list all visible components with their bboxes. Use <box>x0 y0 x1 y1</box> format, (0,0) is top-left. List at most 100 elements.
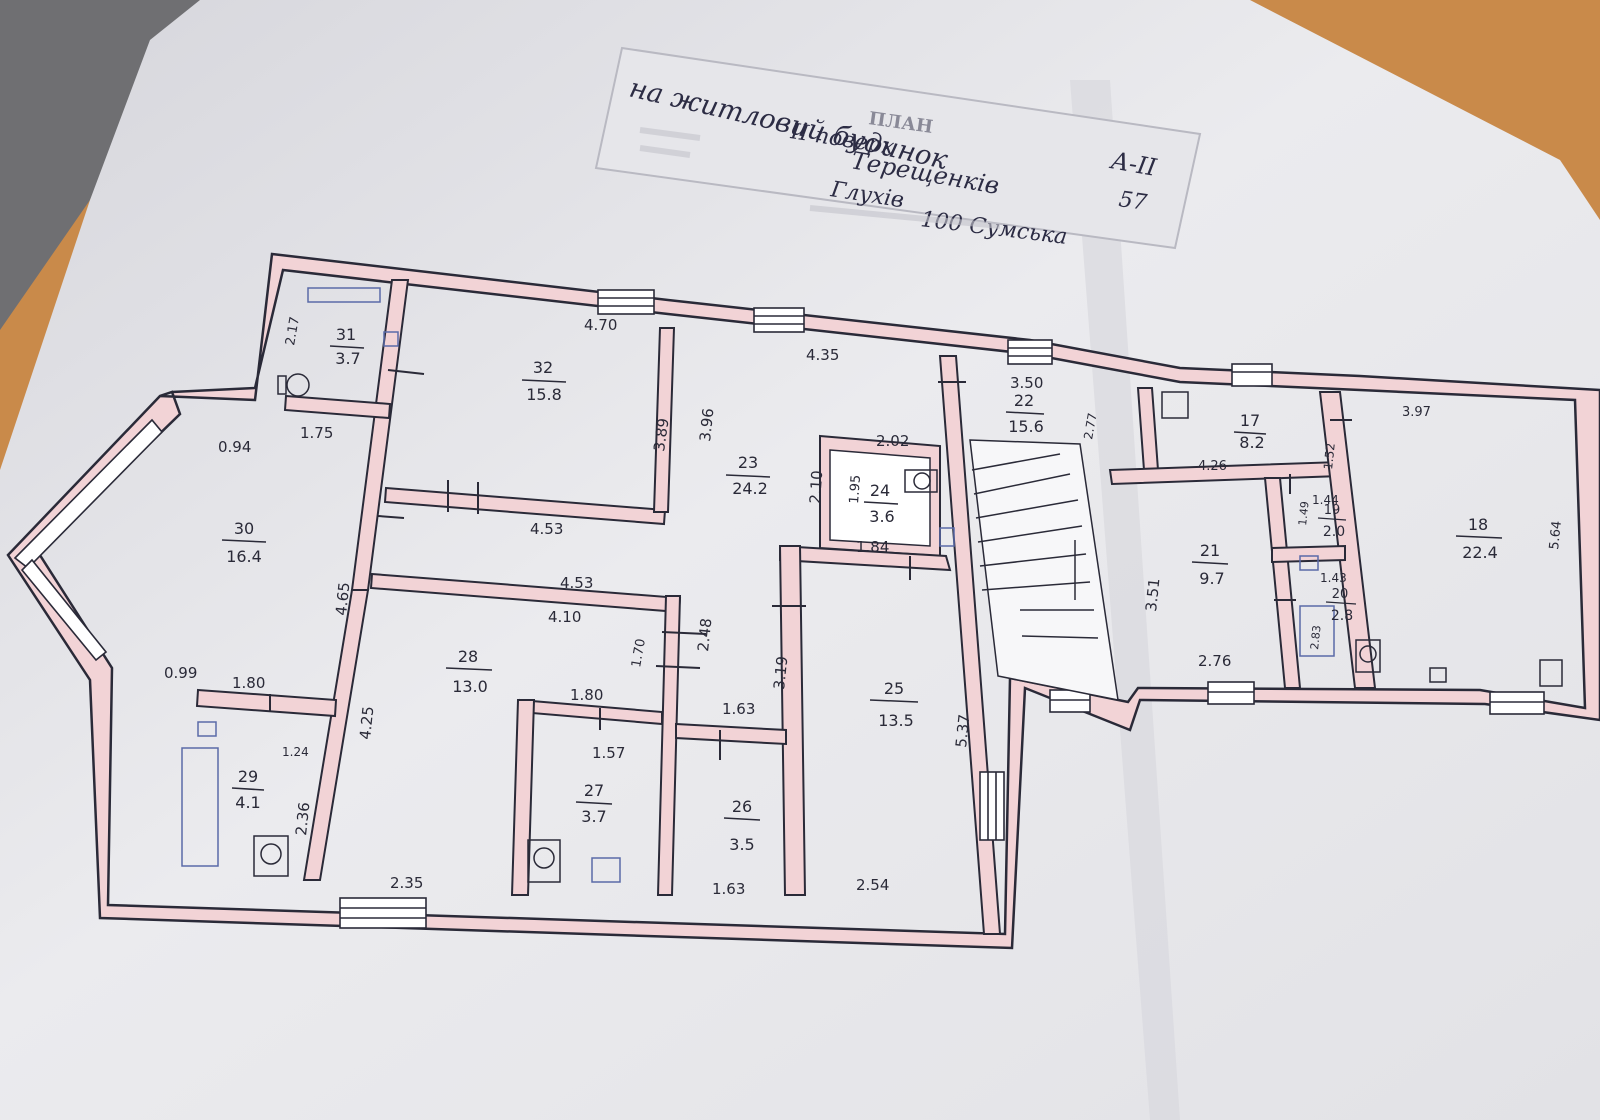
dimension: 2.35 <box>390 874 423 892</box>
room-20: 202.8 <box>1325 587 1357 624</box>
page-fold <box>1070 80 1180 1120</box>
stamp-number: 57 <box>1117 187 1148 216</box>
room-area: 3.5 <box>729 835 754 854</box>
room-number: 29 <box>238 767 258 786</box>
dimension: 4.53 <box>560 574 593 592</box>
dimension: 2.48 <box>694 617 715 652</box>
bathtub-icon <box>307 287 381 303</box>
room-number: 21 <box>1200 541 1220 560</box>
room-number: 27 <box>584 781 604 800</box>
dimension: 2.10 <box>806 470 826 505</box>
room-number: 31 <box>336 325 356 344</box>
room-area: 2.8 <box>1331 608 1353 624</box>
stove-icon <box>1429 667 1447 683</box>
room-27: 273.7 <box>575 781 613 826</box>
sink-icon <box>197 721 217 737</box>
window <box>1207 681 1255 705</box>
room-area: 15.8 <box>526 385 562 404</box>
room-number: 20 <box>1332 587 1349 602</box>
dimension: 3.19 <box>770 655 791 690</box>
dimension: 2.36 <box>292 801 313 836</box>
dimension: 1.63 <box>722 700 755 718</box>
toilet-icon <box>253 835 289 877</box>
window <box>597 289 655 315</box>
dimension: 3.96 <box>696 407 717 442</box>
window <box>753 307 805 333</box>
room-number: 30 <box>234 519 254 538</box>
window <box>1231 363 1273 387</box>
room-28: 28 13.0 <box>445 647 493 696</box>
room-number: 22 <box>1014 391 1034 410</box>
room-30: 30 16.4 <box>221 519 267 566</box>
window <box>339 897 427 929</box>
room-19: 192.0 <box>1317 503 1347 540</box>
dimension: 1.95 <box>847 474 864 504</box>
sink-icon <box>591 857 621 883</box>
dimension: 4.65 <box>332 581 353 616</box>
dimension: 0.99 <box>164 664 197 682</box>
dimension: 1.44 <box>1312 493 1339 507</box>
fixtures <box>181 287 1563 883</box>
room-32: 32 15.8 <box>521 358 567 404</box>
dimension: 2.83 <box>1308 625 1323 651</box>
room-number: 25 <box>884 679 904 698</box>
room-21: 219.7 <box>1191 541 1229 588</box>
dimension: 2.77 <box>1081 412 1099 441</box>
room-26: 263.5 <box>723 797 761 854</box>
dimension: 4.10 <box>548 608 581 626</box>
dimension: 2.17 <box>283 316 303 347</box>
room-area: 9.7 <box>1199 569 1224 588</box>
room-area: 3.7 <box>581 807 606 826</box>
dimension: 1.75 <box>300 424 333 442</box>
room-number: 23 <box>738 453 758 472</box>
dimension: 1.57 <box>592 744 625 762</box>
room-number: 32 <box>533 358 553 377</box>
room-area: 13.0 <box>452 677 488 696</box>
room-area: 16.4 <box>226 547 262 566</box>
room-24: 243.6 <box>863 481 899 526</box>
dimension: 3.89 <box>650 417 672 453</box>
dimension: 1.70 <box>629 638 649 669</box>
window <box>1007 339 1053 365</box>
room-area: 3.6 <box>869 507 894 526</box>
room-area: 22.4 <box>1462 543 1498 562</box>
room-area: 3.7 <box>335 349 360 368</box>
dimension: 3.50 <box>1010 374 1043 392</box>
chimney-icon <box>1161 391 1189 419</box>
room-number: 28 <box>458 647 478 666</box>
room-area: 2.0 <box>1323 524 1345 540</box>
dimension: 5.37 <box>952 713 973 748</box>
dimension: 1.49 <box>1296 501 1311 527</box>
windows <box>13 289 1545 929</box>
room-29: 294.1 <box>231 767 265 812</box>
room-area: 24.2 <box>732 479 768 498</box>
room-area: 13.5 <box>878 711 914 730</box>
dimension: 5.64 <box>1547 520 1565 550</box>
room-number: 19 <box>1324 503 1341 518</box>
room-17: 178.2 <box>1233 411 1267 452</box>
dimension: 4.35 <box>806 346 839 364</box>
dimension: 1.24 <box>282 745 309 759</box>
sink-icon <box>383 331 399 347</box>
toilet-icon <box>277 373 310 397</box>
dimension: 3.51 <box>1142 577 1163 612</box>
room-number: 26 <box>732 797 752 816</box>
room-area: 4.1 <box>235 793 260 812</box>
sink-icon <box>939 527 955 547</box>
dimension: 1.63 <box>712 880 745 898</box>
stove-icon <box>1539 659 1563 687</box>
room-number: 24 <box>870 481 890 500</box>
dimension: 4.26 <box>1198 459 1227 474</box>
window <box>13 418 164 662</box>
toilet-icon <box>904 469 938 493</box>
dimension: 2.76 <box>1198 652 1231 670</box>
bathtub-icon <box>181 747 219 867</box>
dimension: 3.97 <box>1402 405 1431 420</box>
sink-icon <box>1299 555 1319 571</box>
room-area: 8.2 <box>1239 433 1264 452</box>
window <box>1049 689 1091 713</box>
dimension: 1.80 <box>232 674 265 692</box>
